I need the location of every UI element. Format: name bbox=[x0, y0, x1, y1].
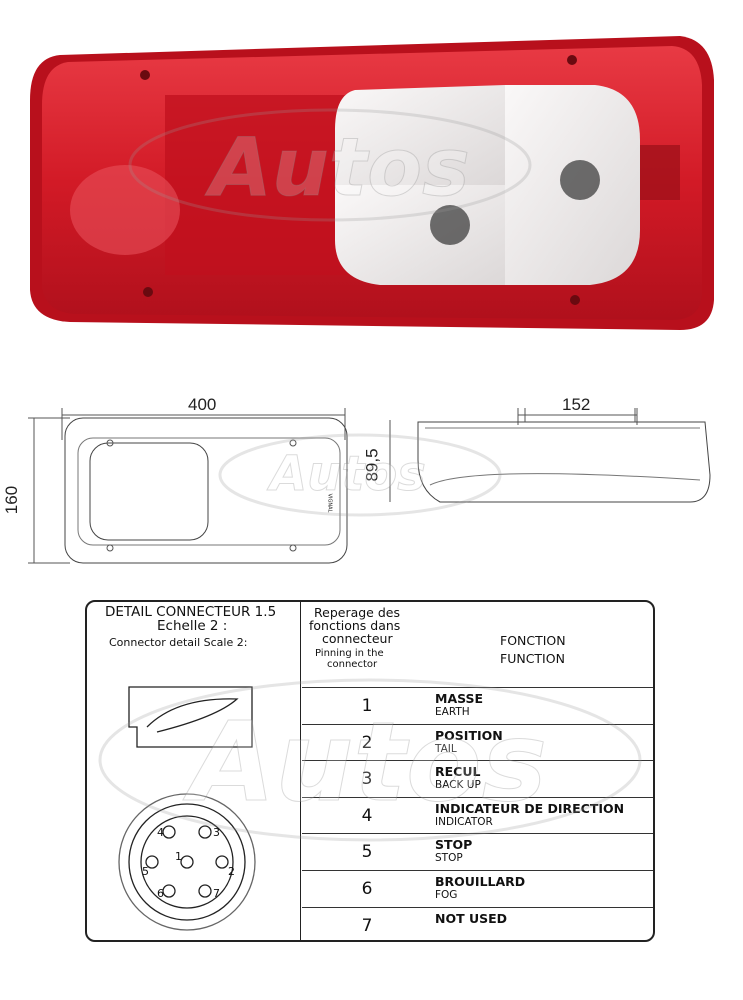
pin-number: 2 bbox=[361, 732, 373, 753]
function-fr: NOT USED bbox=[435, 910, 508, 926]
table-row: 5 STOP STOP bbox=[302, 833, 653, 871]
front-view bbox=[64, 417, 348, 564]
pin-header-fr: fonctions dans bbox=[309, 618, 401, 633]
pin-number: 6 bbox=[361, 879, 373, 899]
function-header-fr: FONCTION bbox=[500, 633, 566, 648]
pin-number: 1 bbox=[361, 696, 373, 716]
pin-number: 7 bbox=[361, 915, 373, 936]
function-en: INDICATOR bbox=[435, 815, 493, 828]
table-row: 1 MASSE EARTH bbox=[302, 687, 653, 725]
table-row: 4 INDICATEUR DE DIRECTION INDICATOR bbox=[302, 796, 653, 835]
table-row: 3 RECUL BACK UP bbox=[302, 760, 653, 798]
side-view bbox=[417, 421, 711, 503]
function-fr: STOP bbox=[435, 837, 473, 853]
connector-pins bbox=[145, 825, 229, 898]
tail-lamp-photo bbox=[30, 36, 714, 330]
depth-dimension: 152 bbox=[562, 395, 591, 414]
function-en: EARTH bbox=[435, 706, 470, 718]
pin-label: 2 bbox=[228, 865, 235, 878]
connector-drawing: 1 2 3 4 5 6 7 bbox=[118, 686, 256, 931]
pin-header-en: Pinning in the bbox=[315, 648, 384, 659]
function-fr: MASSE bbox=[435, 691, 484, 706]
function-header-en: FUNCTION bbox=[500, 651, 565, 666]
function-en: TAIL bbox=[435, 742, 457, 755]
reverse-lens bbox=[335, 85, 505, 185]
vignal-marking: VIGNAL bbox=[326, 493, 333, 513]
pin-number: 5 bbox=[361, 842, 373, 863]
red-section bbox=[165, 95, 350, 275]
table-row: 6 BROUILLARD FOG bbox=[302, 870, 653, 908]
pin-label: 1 bbox=[175, 850, 182, 863]
length-dimension: 400 bbox=[188, 395, 217, 414]
function-fr: RECUL bbox=[435, 764, 481, 780]
function-en: BACK UP bbox=[435, 779, 481, 792]
pin-number: 3 bbox=[361, 769, 373, 790]
connector-detail-title: DETAIL CONNECTEUR 1.5 bbox=[105, 604, 277, 620]
pin-label: 3 bbox=[213, 826, 220, 839]
pin-header-en: connector bbox=[327, 659, 378, 670]
pin-label: 6 bbox=[157, 887, 164, 900]
pin-label: 7 bbox=[213, 887, 220, 900]
pin-number: 4 bbox=[361, 805, 373, 826]
pin-label: 4 bbox=[157, 826, 164, 839]
table-row: 7 NOT USED bbox=[302, 906, 653, 945]
scale-fr: Echelle 2 : bbox=[157, 618, 228, 634]
height-dimension: 160 bbox=[2, 485, 22, 515]
function-fr: POSITION bbox=[435, 727, 503, 743]
function-fr: BROUILLARD bbox=[435, 874, 526, 889]
function-en: FOG bbox=[435, 889, 458, 901]
function-fr: INDICATEUR DE DIRECTION bbox=[435, 800, 625, 816]
table-row: 2 POSITION TAIL bbox=[302, 723, 653, 762]
dimension-drawing bbox=[28, 408, 711, 564]
side-height-dimension: 89,5 bbox=[362, 448, 382, 482]
scale-en: Connector detail Scale 2: bbox=[109, 636, 248, 649]
pin-label: 5 bbox=[142, 865, 149, 878]
function-en: STOP bbox=[435, 852, 463, 865]
connector-table: DETAIL CONNECTEUR 1.5 Echelle 2 : Connec… bbox=[85, 600, 655, 942]
column-divider bbox=[300, 602, 301, 940]
pin-header-fr: connecteur bbox=[322, 631, 393, 646]
pin-header-fr: Reperage des bbox=[314, 605, 400, 620]
